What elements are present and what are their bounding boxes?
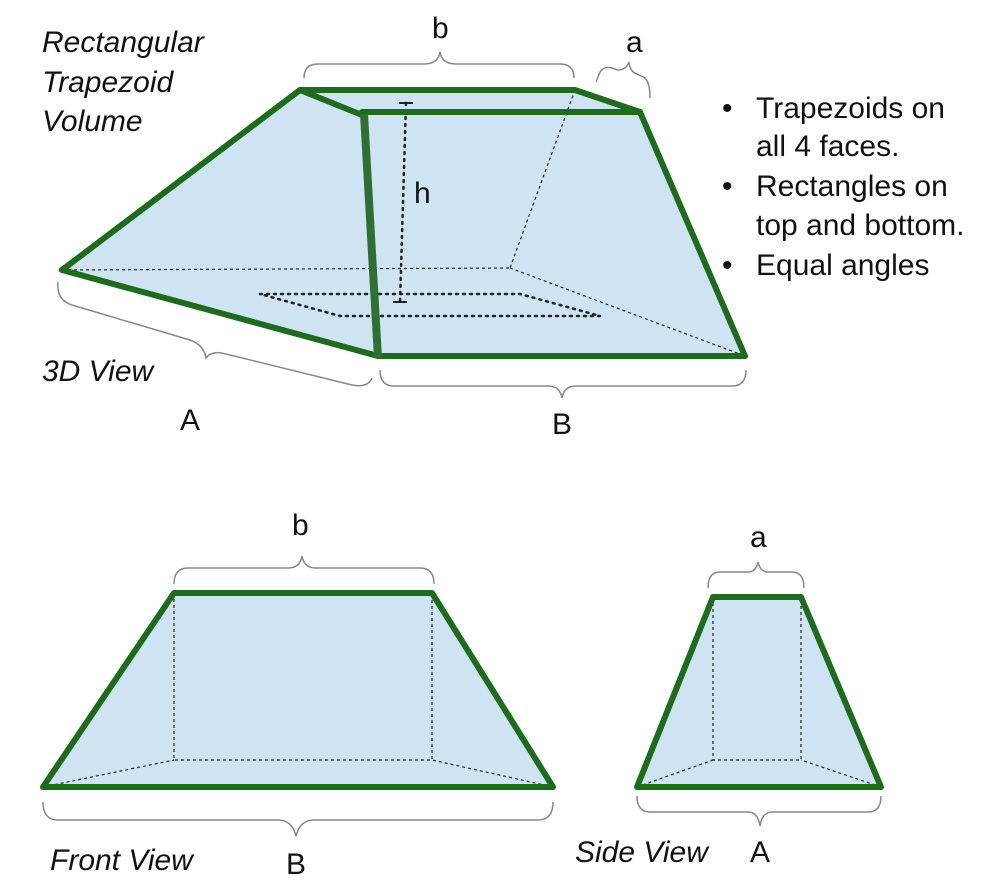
top-b-label: b <box>432 12 449 45</box>
big-A-label: A <box>180 404 200 437</box>
front-view-inner-rect <box>173 593 433 761</box>
top-a-label: a <box>626 26 643 59</box>
big-B-label: B <box>552 408 572 441</box>
top-face <box>300 90 640 115</box>
front-view-inner-diag-right <box>431 759 554 788</box>
bullet-3-line-1: Equal angles <box>756 249 929 282</box>
title-line-1: Rectangular <box>42 26 205 59</box>
side-view-outline <box>634 594 884 790</box>
bullet-2-line-2: top and bottom. <box>756 209 964 242</box>
front-view-outline <box>40 590 556 790</box>
side-a-label: a <box>750 521 767 554</box>
side-view-inner-diag-left <box>636 759 714 788</box>
front-face <box>362 112 745 357</box>
brace-big-B <box>379 369 747 399</box>
front-view: b B Front View <box>40 509 556 881</box>
brace-big-A <box>57 281 373 387</box>
brace-front-b <box>173 555 435 585</box>
height-line <box>398 101 408 304</box>
edge-front-vertical <box>360 113 382 359</box>
title-line-3: Volume <box>42 105 143 138</box>
edge-top-front <box>297 87 365 118</box>
brace-side-a <box>707 561 805 589</box>
three-d-view: h b a A B <box>57 12 748 441</box>
outline-top-left <box>59 87 643 273</box>
front-b-label: b <box>292 509 309 542</box>
front-view-label: Front View <box>50 844 195 877</box>
side-view-inner-diag-right <box>800 759 882 788</box>
bullet-3-symbol: • <box>722 249 733 282</box>
hidden-back-vertical <box>509 89 576 269</box>
height-label: h <box>414 177 431 210</box>
edge-bottom-left <box>59 267 381 359</box>
brace-side-A <box>636 795 882 827</box>
side-A-label: A <box>750 836 770 869</box>
three-d-view-label: 3D View <box>42 355 156 388</box>
brace-front-B <box>42 801 554 837</box>
bullet-1-line-1: Trapezoids on <box>756 92 945 125</box>
brace-top-a <box>595 61 651 99</box>
bullet-1-symbol: • <box>722 92 733 125</box>
side-view: a Side View A <box>575 521 884 869</box>
side-view-inner-rect <box>712 597 802 761</box>
front-view-inner-diag-left <box>42 759 175 788</box>
front-view-face <box>43 593 553 787</box>
title-line-2: Trapezoid <box>42 66 174 99</box>
projected-top-outline <box>259 292 601 318</box>
bullet-2-symbol: • <box>722 170 733 203</box>
side-view-label: Side View <box>575 836 710 869</box>
hidden-bottom-back <box>61 267 511 271</box>
bullet-1-line-2: all 4 faces. <box>756 130 899 163</box>
front-B-label: B <box>286 848 306 881</box>
bullet-2-line-1: Rectangles on <box>756 170 948 203</box>
brace-top-b <box>303 51 575 79</box>
bullet-list: • Trapezoids on all 4 faces. • Rectangle… <box>722 92 964 282</box>
diagram-title: Rectangular Trapezoid Volume <box>42 26 212 138</box>
edge-right-slant <box>637 109 748 359</box>
